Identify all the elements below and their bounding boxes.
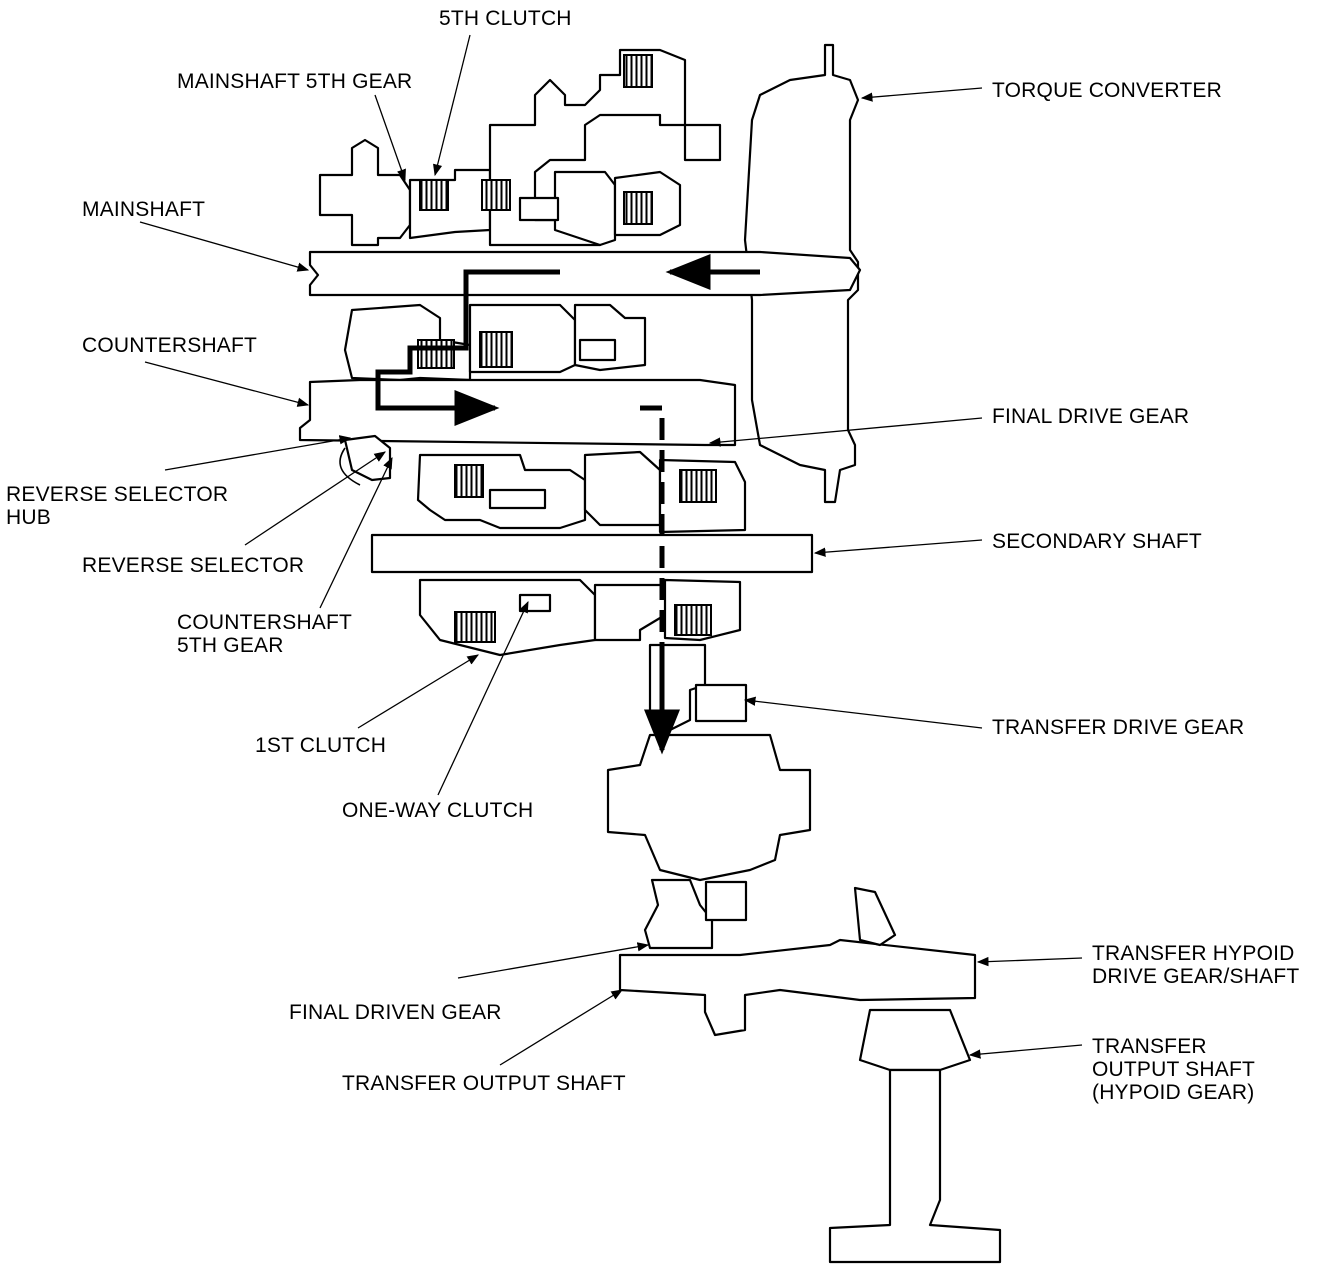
transfer-hypoid-drive-gear-shaft (828, 886, 1002, 1264)
label-reverse-selector: REVERSE SELECTOR (82, 554, 305, 577)
label-countershaft: COUNTERSHAFT (82, 334, 258, 357)
label-5th-clutch: 5TH CLUTCH (439, 7, 572, 30)
countershaft-gear-assembly (343, 303, 647, 382)
mainshaft-gear-assembly (318, 48, 722, 247)
final-driven-gear (643, 878, 748, 950)
label-mainshaft: MAINSHAFT (82, 198, 206, 221)
leader-lines (139, 34, 1083, 1066)
label-final-driven-gear: FINAL DRIVEN GEAR (289, 1001, 502, 1024)
power-flow-path (375, 254, 760, 755)
countershaft (298, 378, 737, 447)
label-reverse-selector-hub: REVERSE SELECTOR HUB (6, 483, 229, 529)
label-1st-clutch: 1ST CLUTCH (255, 734, 387, 757)
label-transfer-output-shaft-hypoid-gear: TRANSFER OUTPUT SHAFT (HYPOID GEAR) (1092, 1035, 1256, 1104)
label-one-way-clutch: ONE-WAY CLUTCH (342, 799, 534, 822)
mainshaft (308, 250, 862, 297)
label-transfer-drive-gear: TRANSFER DRIVE GEAR (992, 716, 1245, 739)
reverse-selector (339, 434, 392, 486)
lower-clutch-assembly (418, 578, 742, 657)
label-secondary-shaft: SECONDARY SHAFT (992, 530, 1202, 553)
label-countershaft-5th-gear: COUNTERSHAFT 5TH GEAR (177, 611, 353, 657)
label-mainshaft-5th-gear: MAINSHAFT 5TH GEAR (177, 70, 413, 93)
secondary-shaft (370, 533, 814, 574)
differential-housing (606, 733, 812, 882)
transfer-output-shaft (618, 938, 977, 1037)
secondary-shaft-gear-assembly (416, 450, 747, 534)
label-final-drive-gear: FINAL DRIVE GEAR (992, 405, 1190, 428)
label-torque-converter: TORQUE CONVERTER (992, 79, 1222, 102)
label-transfer-hypoid-drive-gear-shaft: TRANSFER HYPOID DRIVE GEAR/SHAFT (1092, 942, 1300, 988)
label-transfer-output-shaft: TRANSFER OUTPUT SHAFT (342, 1072, 626, 1095)
